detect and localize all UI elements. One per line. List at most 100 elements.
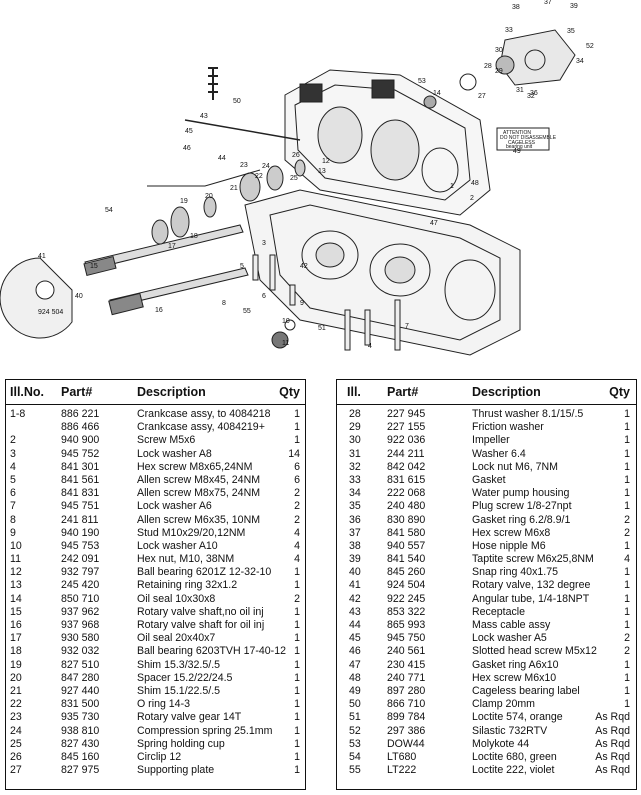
cell-description: Oil seal 20x40x7: [137, 632, 216, 645]
cell-description: Lock washer A6: [137, 500, 212, 513]
cell-description: Lock washer A8: [137, 447, 212, 460]
cell-part-number: 922 036: [387, 434, 426, 447]
cell-ill-no: 31: [349, 447, 361, 460]
gear-stack: [151, 159, 306, 245]
callout-26: 26: [292, 152, 300, 159]
cell-qty: As Rqd: [595, 711, 630, 724]
cell-ill-no: 38: [349, 539, 361, 552]
attention-line-3: CAGELESS: [508, 140, 536, 146]
cell-ill-no: 27: [10, 764, 22, 777]
cell-ill-no: 5: [10, 473, 16, 486]
cell-description: Gasket ring A6x10: [472, 658, 559, 671]
header-ill-no: Ill.No.: [10, 385, 45, 399]
callout-45: 45: [185, 128, 193, 135]
cell-part-number: 244 211: [387, 447, 425, 460]
callout-25: 25: [290, 175, 298, 182]
cell-ill-no: 46: [349, 645, 361, 658]
callout-46: 46: [183, 145, 191, 152]
cell-description: Slotted head screw M5x12: [472, 645, 597, 658]
cell-description: Plug screw 1/8-27npt: [472, 500, 572, 513]
callout-41: 41: [38, 253, 46, 260]
cell-part-number: 935 730: [61, 711, 100, 724]
cell-qty: 1: [624, 460, 630, 473]
cell-description: Spring holding cup: [137, 737, 225, 750]
exploded-parts-diagram: 924 504 ATTENTION DO NOT DISASSEMBLE CAG…: [0, 0, 594, 356]
cell-description: Friction washer: [472, 421, 544, 434]
cell-description: Rotary valve shaft,no oil inj: [137, 605, 264, 618]
cell-qty: 1: [624, 487, 630, 500]
cell-part-number: LT680: [387, 750, 417, 763]
cell-qty: 1: [624, 592, 630, 605]
cell-description: Allen screw M8x75, 24NM: [137, 487, 261, 500]
cell-ill-no: 39: [349, 553, 361, 566]
cell-description: Lock nut M6, 7NM: [472, 460, 558, 473]
cell-ill-no: 25: [10, 737, 22, 750]
callout-21: 21: [230, 185, 238, 192]
callout-6: 6: [262, 293, 266, 300]
callout-49: 49: [513, 148, 521, 155]
callout-27: 27: [478, 93, 486, 100]
callout-13: 13: [318, 168, 326, 175]
cell-description: Allen screw M8x45, 24NM: [137, 473, 261, 486]
cell-part-number: 841 301: [61, 460, 100, 473]
cell-part-number: 886 221: [61, 408, 100, 420]
cell-description: Gasket: [472, 473, 506, 486]
attention-label: ATTENTION DO NOT DISASSEMBLE CAGELESS be…: [496, 127, 557, 151]
cell-part-number: 853 322: [387, 605, 426, 618]
callout-20: 20: [205, 193, 213, 200]
cell-description: Washer 6.4: [472, 447, 526, 460]
cell-description: Crankcase assy, 4084219+: [137, 421, 265, 434]
callout-15: 15: [90, 263, 98, 270]
cell-part-number: 240 561: [387, 645, 426, 658]
cell-ill-no: 44: [349, 619, 361, 631]
cell-part-number: 227 945: [387, 408, 426, 420]
callout-34: 34: [576, 58, 584, 65]
callout-39: 39: [570, 3, 578, 10]
cell-description: Lock washer A5: [472, 632, 547, 645]
cell-ill-no: 11: [10, 553, 21, 566]
cell-qty: 4: [294, 553, 300, 566]
cell-description: Shim 15.1/22.5/.5: [137, 684, 221, 697]
cell-part-number: 841 540: [387, 553, 426, 566]
cell-qty: 2: [624, 632, 630, 645]
cell-description: Hex screw M6x10: [472, 671, 557, 684]
cell-qty: 1: [624, 473, 630, 486]
cell-description: Receptacle: [472, 605, 525, 618]
cell-ill-no: 10: [10, 539, 22, 552]
attention-line-4: bearing unit: [506, 144, 533, 150]
cell-ill-no: 15: [10, 605, 22, 618]
callout-37: 37: [544, 0, 552, 6]
cell-description: Mass cable assy: [472, 619, 551, 631]
cell-description: Hose nipple M6: [472, 539, 546, 552]
cell-part-number: 841 580: [387, 526, 426, 539]
cell-part-number: LT222: [387, 764, 417, 777]
cell-ill-no: 28: [349, 408, 361, 420]
cell-part-number: 937 968: [61, 619, 100, 631]
cell-part-number: DOW44: [387, 737, 425, 750]
cell-ill-no: 4: [10, 460, 16, 473]
cell-part-number: 827 510: [61, 658, 100, 671]
cell-ill-no: 54: [349, 750, 361, 763]
cell-ill-no: 33: [349, 473, 361, 486]
cell-qty: 1: [624, 619, 630, 631]
cell-description: Shim 15.3/32.5/.5: [137, 658, 221, 671]
callout-5: 5: [240, 263, 244, 270]
header-part: Part#: [61, 385, 93, 399]
cell-qty: 1: [294, 579, 300, 592]
callout-54: 54: [105, 207, 113, 214]
cell-qty: 1: [294, 737, 300, 750]
